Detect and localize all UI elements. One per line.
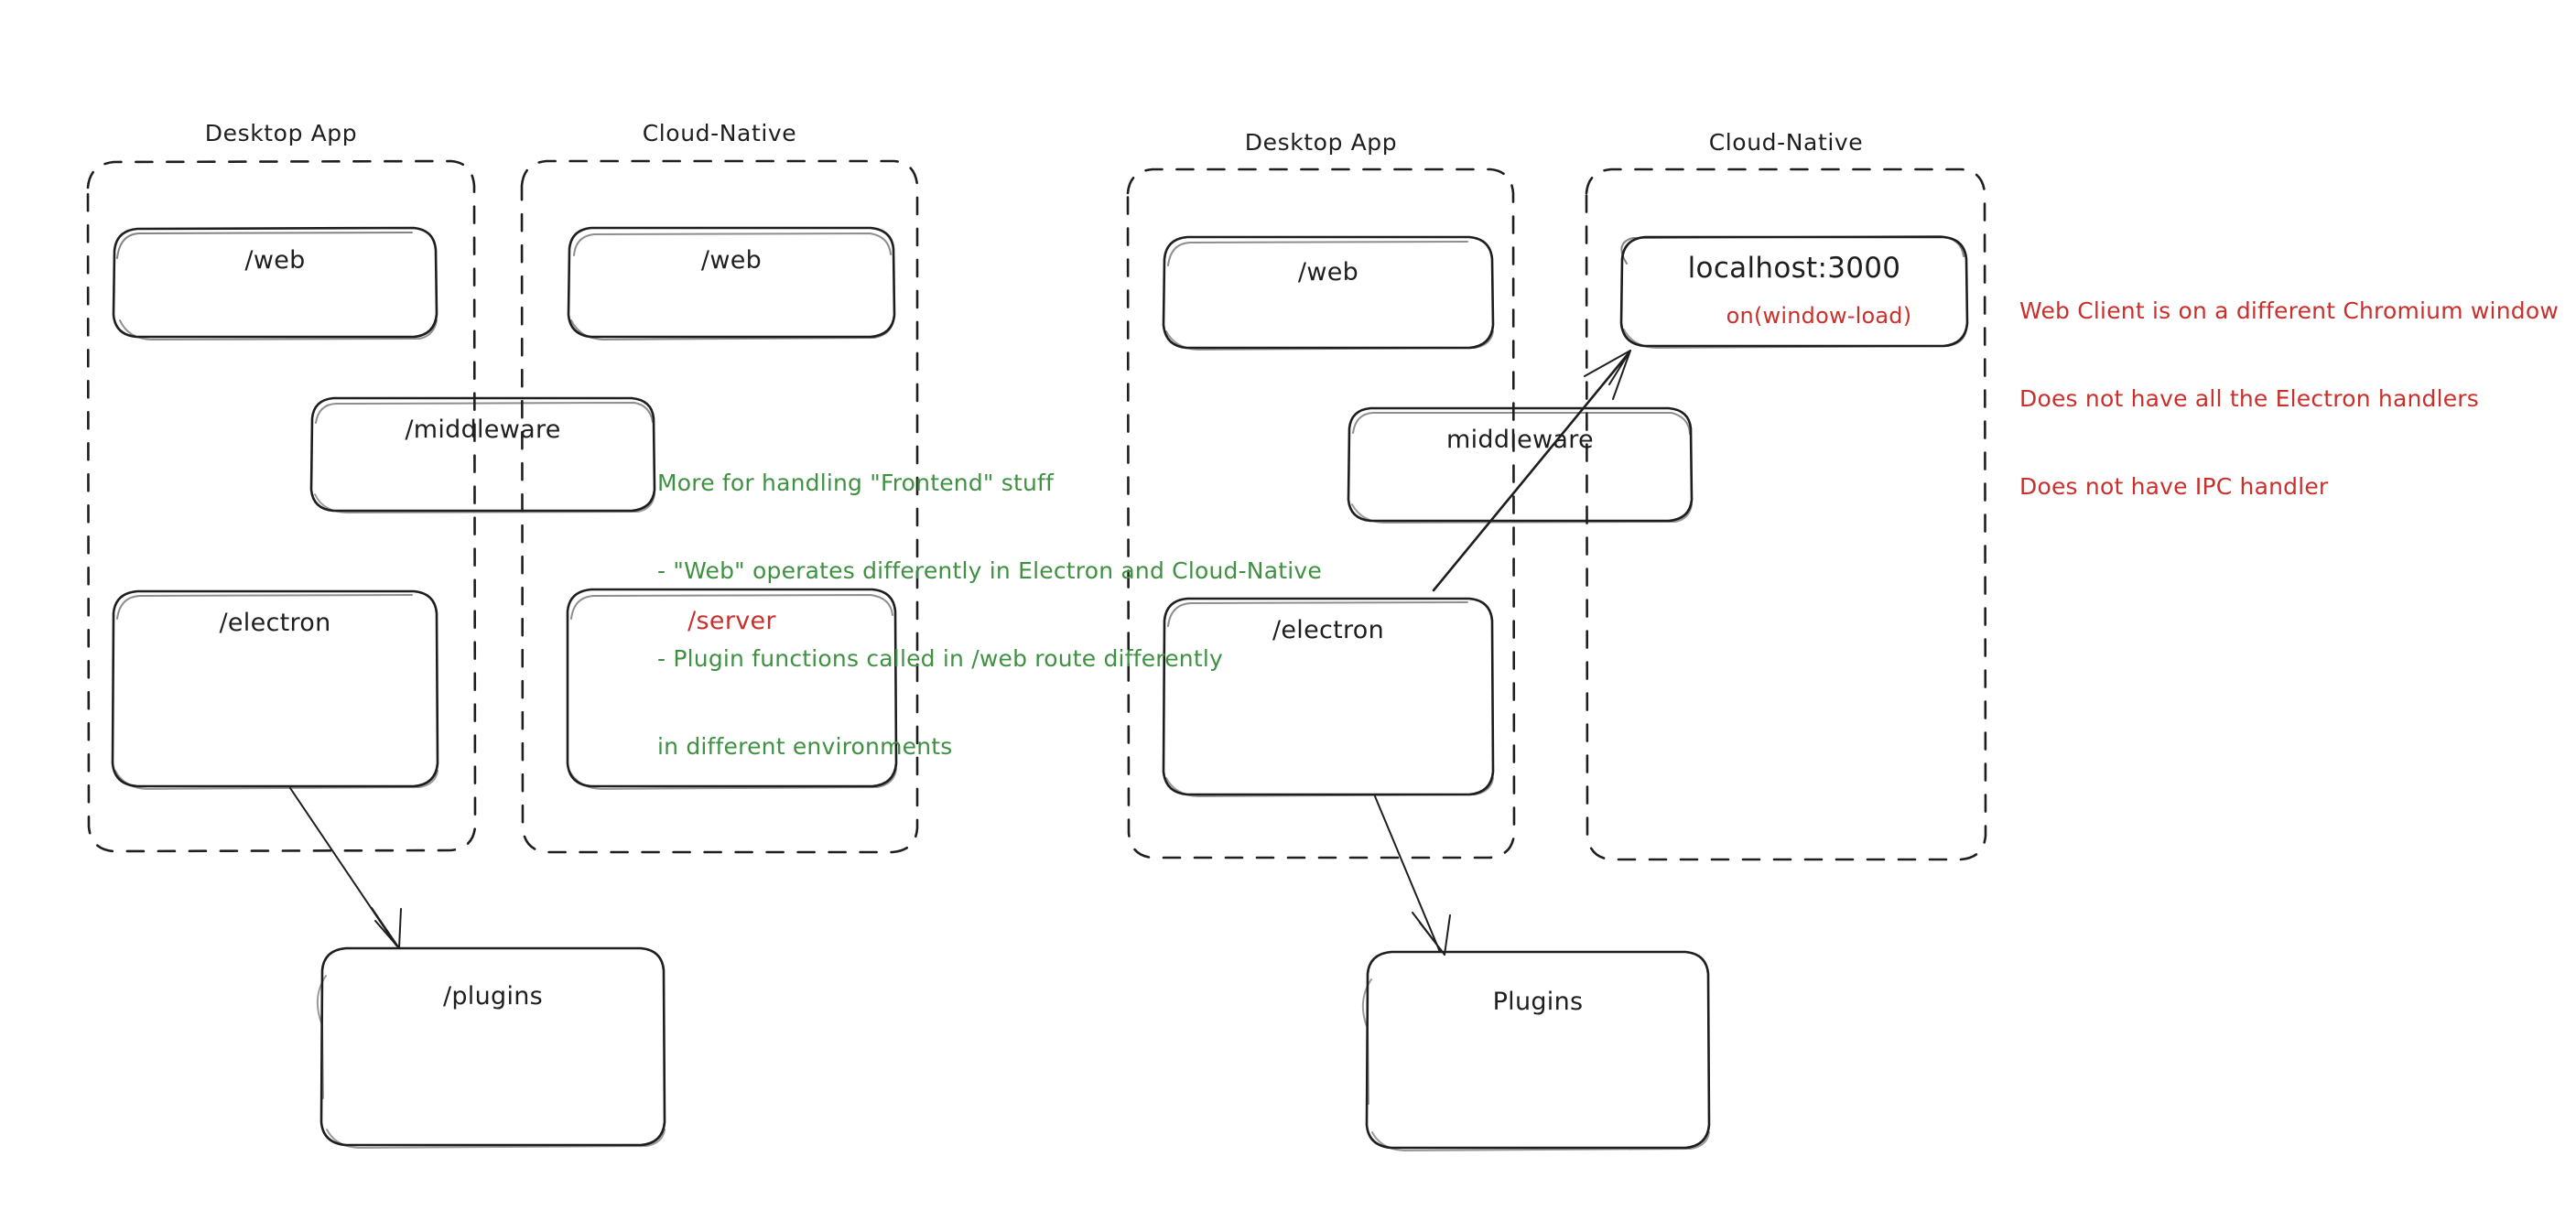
left-cloud-web-label: /web: [700, 246, 763, 275]
right-localhost-sublabel: on(window-load): [1726, 303, 1912, 329]
right-red-note-line-2: Does not have all the Electron handlers: [2019, 385, 2480, 412]
left-cloud-web-shape[interactable]: [568, 228, 894, 338]
right-desktop-web-shape[interactable]: [1164, 237, 1493, 349]
left-green-note-line-4: in different environments: [657, 733, 953, 760]
left-electron-label: /electron: [219, 609, 331, 637]
right-desktop-web-label: /web: [1297, 258, 1359, 286]
right-localhost-shape[interactable]: [1621, 237, 1967, 347]
left-green-note-line-3: - Plugin functions called in /web route …: [657, 645, 1223, 672]
left-desktop-app-title: Desktop App: [204, 120, 358, 146]
right-electron-label: /electron: [1272, 616, 1385, 644]
left-server-shape[interactable]: [568, 589, 896, 787]
left-plugins-shape[interactable]: [321, 948, 665, 1146]
right-middleware-label: middleware: [1446, 426, 1594, 454]
right-red-note: Web Client is on a different Chromium wi…: [2019, 238, 2559, 560]
right-electron-to-plugins-arrow: [1374, 795, 1451, 956]
left-plugins-label: /plugins: [442, 982, 544, 1010]
left-server-label: /server: [687, 607, 776, 635]
left-electron-to-plugins-arrow: [289, 787, 402, 949]
left-green-note-line-1: More for handling "Frontend" stuff: [657, 470, 1055, 496]
left-electron-shape[interactable]: [113, 591, 438, 787]
right-middleware-shape[interactable]: [1348, 408, 1692, 522]
left-middleware-label: /middleware: [405, 416, 561, 444]
right-plugins-label: Plugins: [1492, 988, 1584, 1016]
right-localhost-label: localhost:3000: [1687, 252, 1901, 285]
left-green-note-line-2: - "Web" operates differently in Electron…: [657, 557, 1322, 584]
left-desktop-web-shape[interactable]: [114, 228, 437, 338]
right-desktop-app-title: Desktop App: [1244, 129, 1398, 156]
right-electron-shape[interactable]: [1164, 599, 1493, 795]
right-cloud-native-title: Cloud-Native: [1708, 129, 1864, 156]
right-red-note-line-3: Does not have IPC handler: [2019, 473, 2329, 500]
left-cloud-native-title: Cloud-Native: [642, 120, 797, 146]
left-middleware-shape[interactable]: [311, 398, 655, 512]
left-green-note: More for handling "Frontend" stuff - "We…: [657, 410, 1322, 820]
left-desktop-web-label: /web: [244, 246, 306, 275]
right-red-note-line-1: Web Client is on a different Chromium wi…: [2019, 297, 2559, 324]
right-plugins-shape[interactable]: [1367, 952, 1709, 1149]
